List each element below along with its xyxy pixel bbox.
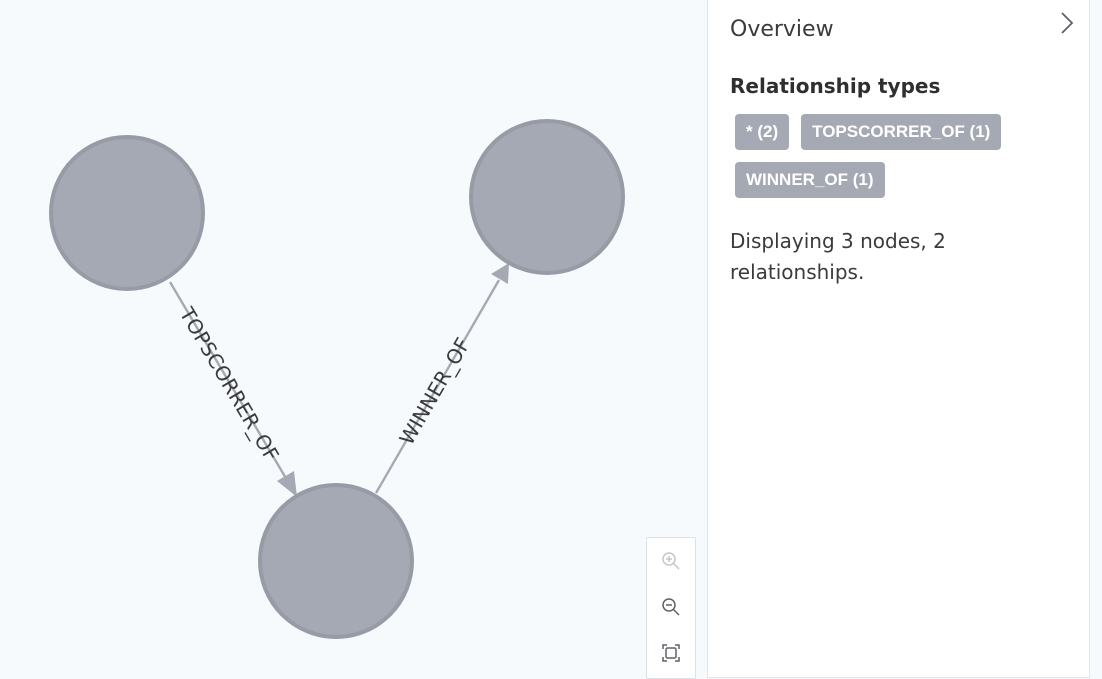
zoom-in-button[interactable] (647, 538, 695, 584)
zoom-in-icon (662, 552, 680, 570)
graph-visualization[interactable]: TOPSCORRER_OF WINNER_OF (0, 0, 708, 679)
overview-panel: Overview Relationship types * (2) TOPSCO… (707, 0, 1090, 678)
graph-node[interactable] (469, 119, 625, 275)
relationship-label: WINNER_OF (394, 334, 474, 449)
fit-to-screen-icon (662, 644, 680, 662)
relationship-type-chips: * (2) TOPSCORRER_OF (1) WINNER_OF (1) (735, 114, 1055, 198)
zoom-out-icon (662, 598, 680, 616)
graph-node[interactable] (258, 483, 414, 639)
relationship-types-heading: Relationship types (730, 74, 941, 98)
graph-summary: Displaying 3 nodes, 2 relationships. (730, 229, 946, 284)
relationship-chip-all[interactable]: * (2) (735, 114, 790, 150)
collapse-panel-button[interactable] (1056, 10, 1078, 36)
zoom-controls (646, 537, 696, 679)
zoom-out-button[interactable] (647, 584, 695, 630)
relationship-topscorrer-of[interactable]: TOPSCORRER_OF (168, 281, 297, 497)
graph-node[interactable] (49, 135, 205, 291)
panel-title: Overview (730, 17, 834, 42)
relationship-winner-of[interactable]: WINNER_OF (374, 263, 509, 494)
graph-canvas[interactable]: TOPSCORRER_OF WINNER_OF (0, 0, 708, 679)
fit-to-screen-button[interactable] (647, 630, 695, 676)
relationship-chip-winner-of[interactable]: WINNER_OF (1) (735, 162, 885, 198)
relationship-label: TOPSCORRER_OF (174, 302, 283, 465)
relationship-chip-topscorrer-of[interactable]: TOPSCORRER_OF (1) (801, 114, 1002, 150)
chevron-right-icon (1061, 12, 1074, 34)
